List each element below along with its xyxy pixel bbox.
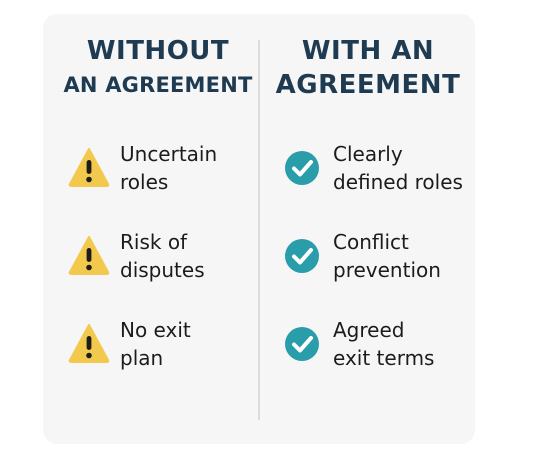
item-line: defined roles [333,170,463,194]
item-line: Risk of [120,230,188,254]
warning-icon [68,324,110,363]
item-text: Agreed exit terms [333,316,483,372]
item-line: roles [120,170,169,194]
heading-line: AN AGREEMENT [63,73,253,97]
warning-icon [68,148,110,187]
item-line: Conflict [333,230,409,254]
list-item: Risk of disputes [68,228,268,288]
item-text: Risk of disputes [120,228,270,284]
item-line: Agreed [333,318,405,342]
with-agreement-heading: WITH AN AGREEMENT [268,34,468,102]
check-circle-icon [285,327,319,361]
item-text: No exit plan [120,316,270,372]
list-item: Uncertain roles [68,140,268,200]
item-text: Clearly defined roles [333,140,483,196]
warning-icon [68,236,110,275]
item-line: No exit [120,318,191,342]
list-item: Conflict prevention [281,228,481,288]
heading-line: AGREEMENT [275,70,461,100]
item-text: Uncertain roles [120,140,270,196]
list-item: Agreed exit terms [281,316,481,376]
item-line: Clearly [333,142,403,166]
column-divider [258,40,260,420]
without-agreement-heading: WITHOUT AN AGREEMENT [60,34,256,102]
heading-line: WITHOUT [86,36,230,66]
list-item: Clearly defined roles [281,140,481,200]
item-line: prevention [333,258,441,282]
item-line: plan [120,346,164,370]
item-text: Conflict prevention [333,228,483,284]
item-line: Uncertain [120,142,218,166]
heading-line: WITH AN [301,36,435,66]
item-line: exit terms [333,346,435,370]
check-circle-icon [285,239,319,273]
item-line: disputes [120,258,205,282]
list-item: No exit plan [68,316,268,376]
check-circle-icon [285,151,319,185]
